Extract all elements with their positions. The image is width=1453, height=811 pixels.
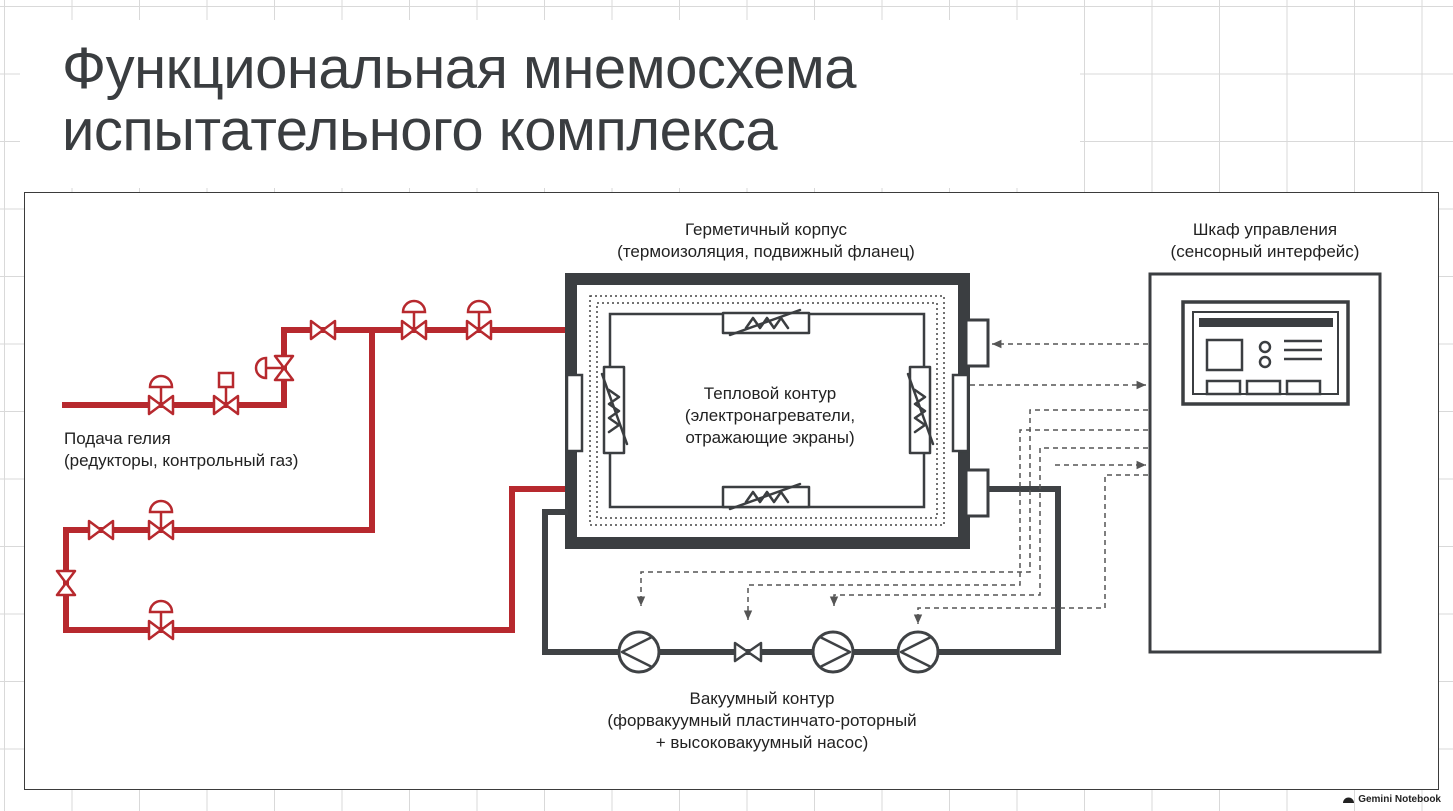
valve-icon[interactable] xyxy=(733,641,763,663)
heater-elements xyxy=(600,308,935,511)
vacuum-label-line-2: (форвакуумный пластинчато-роторный xyxy=(607,711,917,730)
vacuum-circuit-label: Вакуумный контур (форвакуумный пластинча… xyxy=(607,688,916,754)
housing-label-line-1: Герметичный корпус xyxy=(684,220,848,239)
title-line-2: испытательного комплекса xyxy=(62,98,778,163)
vacuum-label-line-3: + высоковакуумный насос) xyxy=(655,733,869,752)
vacuum-lines xyxy=(542,486,1061,655)
signal-port xyxy=(964,318,990,368)
thermal-label-line-2: (электронагреватели, xyxy=(684,406,856,425)
page-title: Функциональная мнемосхема испытательного… xyxy=(62,36,857,163)
thermal-label-line-3: отражающие экраны) xyxy=(685,428,855,447)
helium-supply-lines xyxy=(62,327,568,633)
heater-icon xyxy=(721,308,811,337)
touch-panel[interactable] xyxy=(1181,300,1350,406)
brand-footer: Gemini Notebook xyxy=(1343,794,1441,805)
thermal-circuit-label: Тепловой контур (электронагреватели, отр… xyxy=(685,383,855,449)
thermal-label-line-1: Тепловой контур xyxy=(703,384,837,403)
vacuum-equipment xyxy=(617,630,940,674)
valve-icon[interactable] xyxy=(147,499,175,541)
pressure-regulator-icon[interactable] xyxy=(212,371,240,416)
valve-icon[interactable] xyxy=(55,569,77,597)
heater-icon xyxy=(906,365,935,455)
heater-icon xyxy=(721,482,811,511)
cabinet-label-line-1: Шкаф управления xyxy=(1192,220,1338,239)
helium-label-line-1: Подача гелия xyxy=(64,429,171,448)
valve-icon[interactable] xyxy=(465,299,493,341)
pump-icon[interactable] xyxy=(811,630,855,674)
title-panel xyxy=(20,20,1080,188)
vacuum-label-line-1: Вакуумный контур xyxy=(689,689,835,708)
valve-icon[interactable] xyxy=(87,519,115,541)
heater-icon xyxy=(600,365,629,455)
pump-icon[interactable] xyxy=(617,630,661,674)
signal-lines xyxy=(636,339,1148,624)
valve-icon[interactable] xyxy=(147,599,175,641)
valve-icon[interactable] xyxy=(400,299,428,341)
cabinet-label: Шкаф управления (сенсорный интерфейс) xyxy=(1171,219,1360,263)
control-cabinet xyxy=(1148,272,1382,654)
housing-label: Герметичный корпус (термоизоляция, подви… xyxy=(617,219,915,263)
helium-supply-label: Подача гелия (редукторы, контрольный газ… xyxy=(64,428,298,472)
valve-icon[interactable] xyxy=(147,374,175,416)
vertical-valve-icon[interactable] xyxy=(254,354,295,382)
helium-valves xyxy=(55,299,493,641)
helium-label-line-2: (редукторы, контрольный газ) xyxy=(64,451,299,470)
pump-icon[interactable] xyxy=(896,630,940,674)
cabinet-label-line-2: (сенсорный интерфейс) xyxy=(1170,242,1360,261)
housing-label-line-2: (термоизоляция, подвижный фланец) xyxy=(617,242,915,261)
vacuum-port xyxy=(964,468,990,518)
title-line-1: Функциональная мнемосхема xyxy=(62,36,857,101)
brand-name: Gemini Notebook xyxy=(1358,794,1441,805)
valve-icon[interactable] xyxy=(309,319,337,341)
brand-logo-icon xyxy=(1343,797,1355,803)
